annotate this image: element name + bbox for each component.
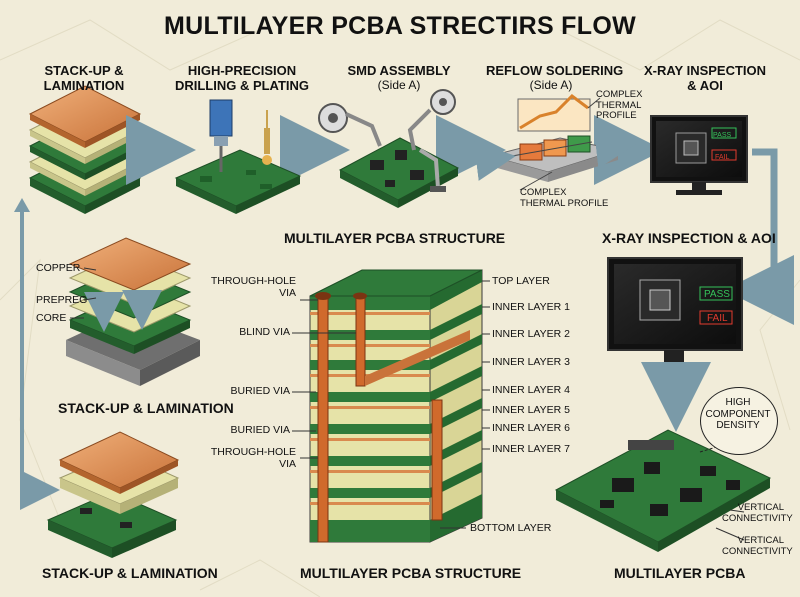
label-inner-layer-6: INNER LAYER 6: [492, 422, 570, 434]
pass-indicator: PASS: [704, 289, 730, 300]
vertical-connectivity-1-l2: CONNECTIVITY: [722, 512, 793, 524]
step-3-line1: SMD ASSEMBLY: [347, 63, 451, 78]
reflow-note-bottom-l2: THERMAL PROFILE: [520, 197, 609, 209]
stackup-exploded: [66, 237, 200, 386]
label-buried-via-1: BURIED VIA: [230, 385, 290, 397]
step-3-line2: (Side A): [377, 78, 421, 92]
label-inner-layer-7: INNER LAYER 7: [492, 443, 570, 455]
label-buried-via-2: BURIED VIA: [230, 424, 290, 436]
density-bubble: [700, 387, 778, 455]
reflow-note-top-l2: THERMAL: [596, 99, 642, 111]
label-inner-layer-2: INNER LAYER 2: [492, 328, 570, 340]
step-5-line1: X-RAY INSPECTION: [643, 63, 767, 78]
bottom-left-caption: STACK-UP & LAMINATION: [42, 565, 218, 581]
density-bubble-l3: DENSITY: [716, 420, 760, 431]
stackup-bottom: [46, 431, 180, 558]
label-top-layer: TOP LAYER: [492, 275, 550, 287]
vertical-connectivity-2: VERTICAL CONNECTIVITY: [722, 535, 793, 557]
label-through-hole-2: THROUGH-HOLE VIA: [196, 446, 296, 470]
label-through-hole-1-l1: THROUGH-HOLE: [210, 275, 296, 287]
page-title: MULTILAYER PCBA STRECTIRS FLOW: [164, 12, 636, 40]
label-through-hole-2-l2: VIA: [279, 458, 296, 470]
density-bubble-l1: HIGH: [725, 397, 751, 408]
label-core: CORE: [36, 312, 67, 324]
step-4-line2: (Side A): [529, 78, 573, 92]
flow-arrow-left: [14, 198, 60, 510]
label-blind-via: BLIND VIA: [239, 326, 290, 338]
step-5-line2: & AOI: [687, 78, 723, 93]
xray-monitor-large: [607, 257, 743, 368]
stack-panel-caption: STACK-UP & LAMINATION: [58, 400, 234, 416]
pass-indicator-small: PASS: [713, 132, 732, 139]
fail-indicator: FAIL: [707, 313, 728, 324]
label-through-hole-1-l2: VIA: [279, 287, 296, 299]
step-5-title: X-RAY INSPECTION & AOI: [640, 63, 770, 93]
final-caption: MULTILAYER PCBA: [614, 565, 746, 581]
label-copper: COPPER: [36, 262, 81, 274]
reflow-note-bottom: COMPLEX THERMAL PROFILE: [520, 187, 609, 209]
reflow-note-top: COMPLEX THERMAL PROFILE: [596, 89, 643, 122]
reflow-note-bottom-l1: COMPLEX: [520, 187, 567, 198]
label-inner-layer-3: INNER LAYER 3: [492, 356, 570, 368]
label-inner-layer-4: INNER LAYER 4: [492, 384, 570, 396]
flow-arrow-right-down: [724, 148, 794, 325]
density-bubble-l2: COMPONENT: [705, 408, 771, 420]
step-1-title: STACK-UP & LAMINATION: [34, 63, 134, 93]
label-through-hole-2-l1: THROUGH-HOLE: [210, 446, 296, 458]
fail-indicator-small: FAIL: [715, 154, 730, 161]
step-4-title: REFLOW SOLDERING (Side A): [486, 63, 624, 92]
vertical-connectivity-1: VERTICAL CONNECTIVITY: [722, 502, 793, 524]
smd-assembly-illustration: [318, 89, 460, 208]
xray-monitor-small: [650, 115, 748, 195]
label-prepreg: PREPREG: [36, 294, 88, 306]
stackup-layers-top: [28, 85, 142, 214]
pcb-cutaway: [292, 269, 490, 543]
label-inner-layer-1: INNER LAYER 1: [492, 301, 570, 313]
step-3-title: SMD ASSEMBLY (Side A): [344, 63, 454, 92]
label-through-hole-1: THROUGH-HOLE VIA: [196, 275, 296, 299]
step-1-line2: LAMINATION: [43, 78, 125, 93]
density-bubble-text: HIGH COMPONENT DENSITY: [700, 397, 776, 432]
reflow-illustration: [473, 94, 636, 191]
label-inner-layer-5: INNER LAYER 5: [492, 404, 570, 416]
inspection-title: X-RAY INSPECTION & AOI: [602, 230, 776, 246]
drilling-illustration: [174, 99, 302, 214]
step-1-line1: STACK-UP &: [44, 63, 124, 78]
structure-caption: MULTILAYER PCBA STRUCTURE: [300, 565, 522, 581]
label-bottom-layer: BOTTOM LAYER: [470, 522, 552, 534]
vertical-connectivity-1-l1: VERTICAL: [737, 502, 784, 513]
step-4-line1: REFLOW SOLDERING: [486, 63, 624, 78]
step-2-title: HIGH-PRECISION DRILLING & PLATING: [172, 63, 312, 93]
final-pcba-board: [554, 429, 772, 552]
step-2-line2: DRILLING & PLATING: [174, 78, 310, 93]
vertical-connectivity-2-l1: VERTICAL: [737, 535, 784, 546]
reflow-note-top-l3: PROFILE: [596, 110, 637, 121]
reflow-note-top-l1: COMPLEX: [596, 89, 643, 100]
vertical-connectivity-2-l2: CONNECTIVITY: [722, 545, 793, 557]
structure-title: MULTILAYER PCBA STRUCTURE: [284, 230, 506, 246]
step-2-line1: HIGH-PRECISION: [187, 63, 297, 78]
